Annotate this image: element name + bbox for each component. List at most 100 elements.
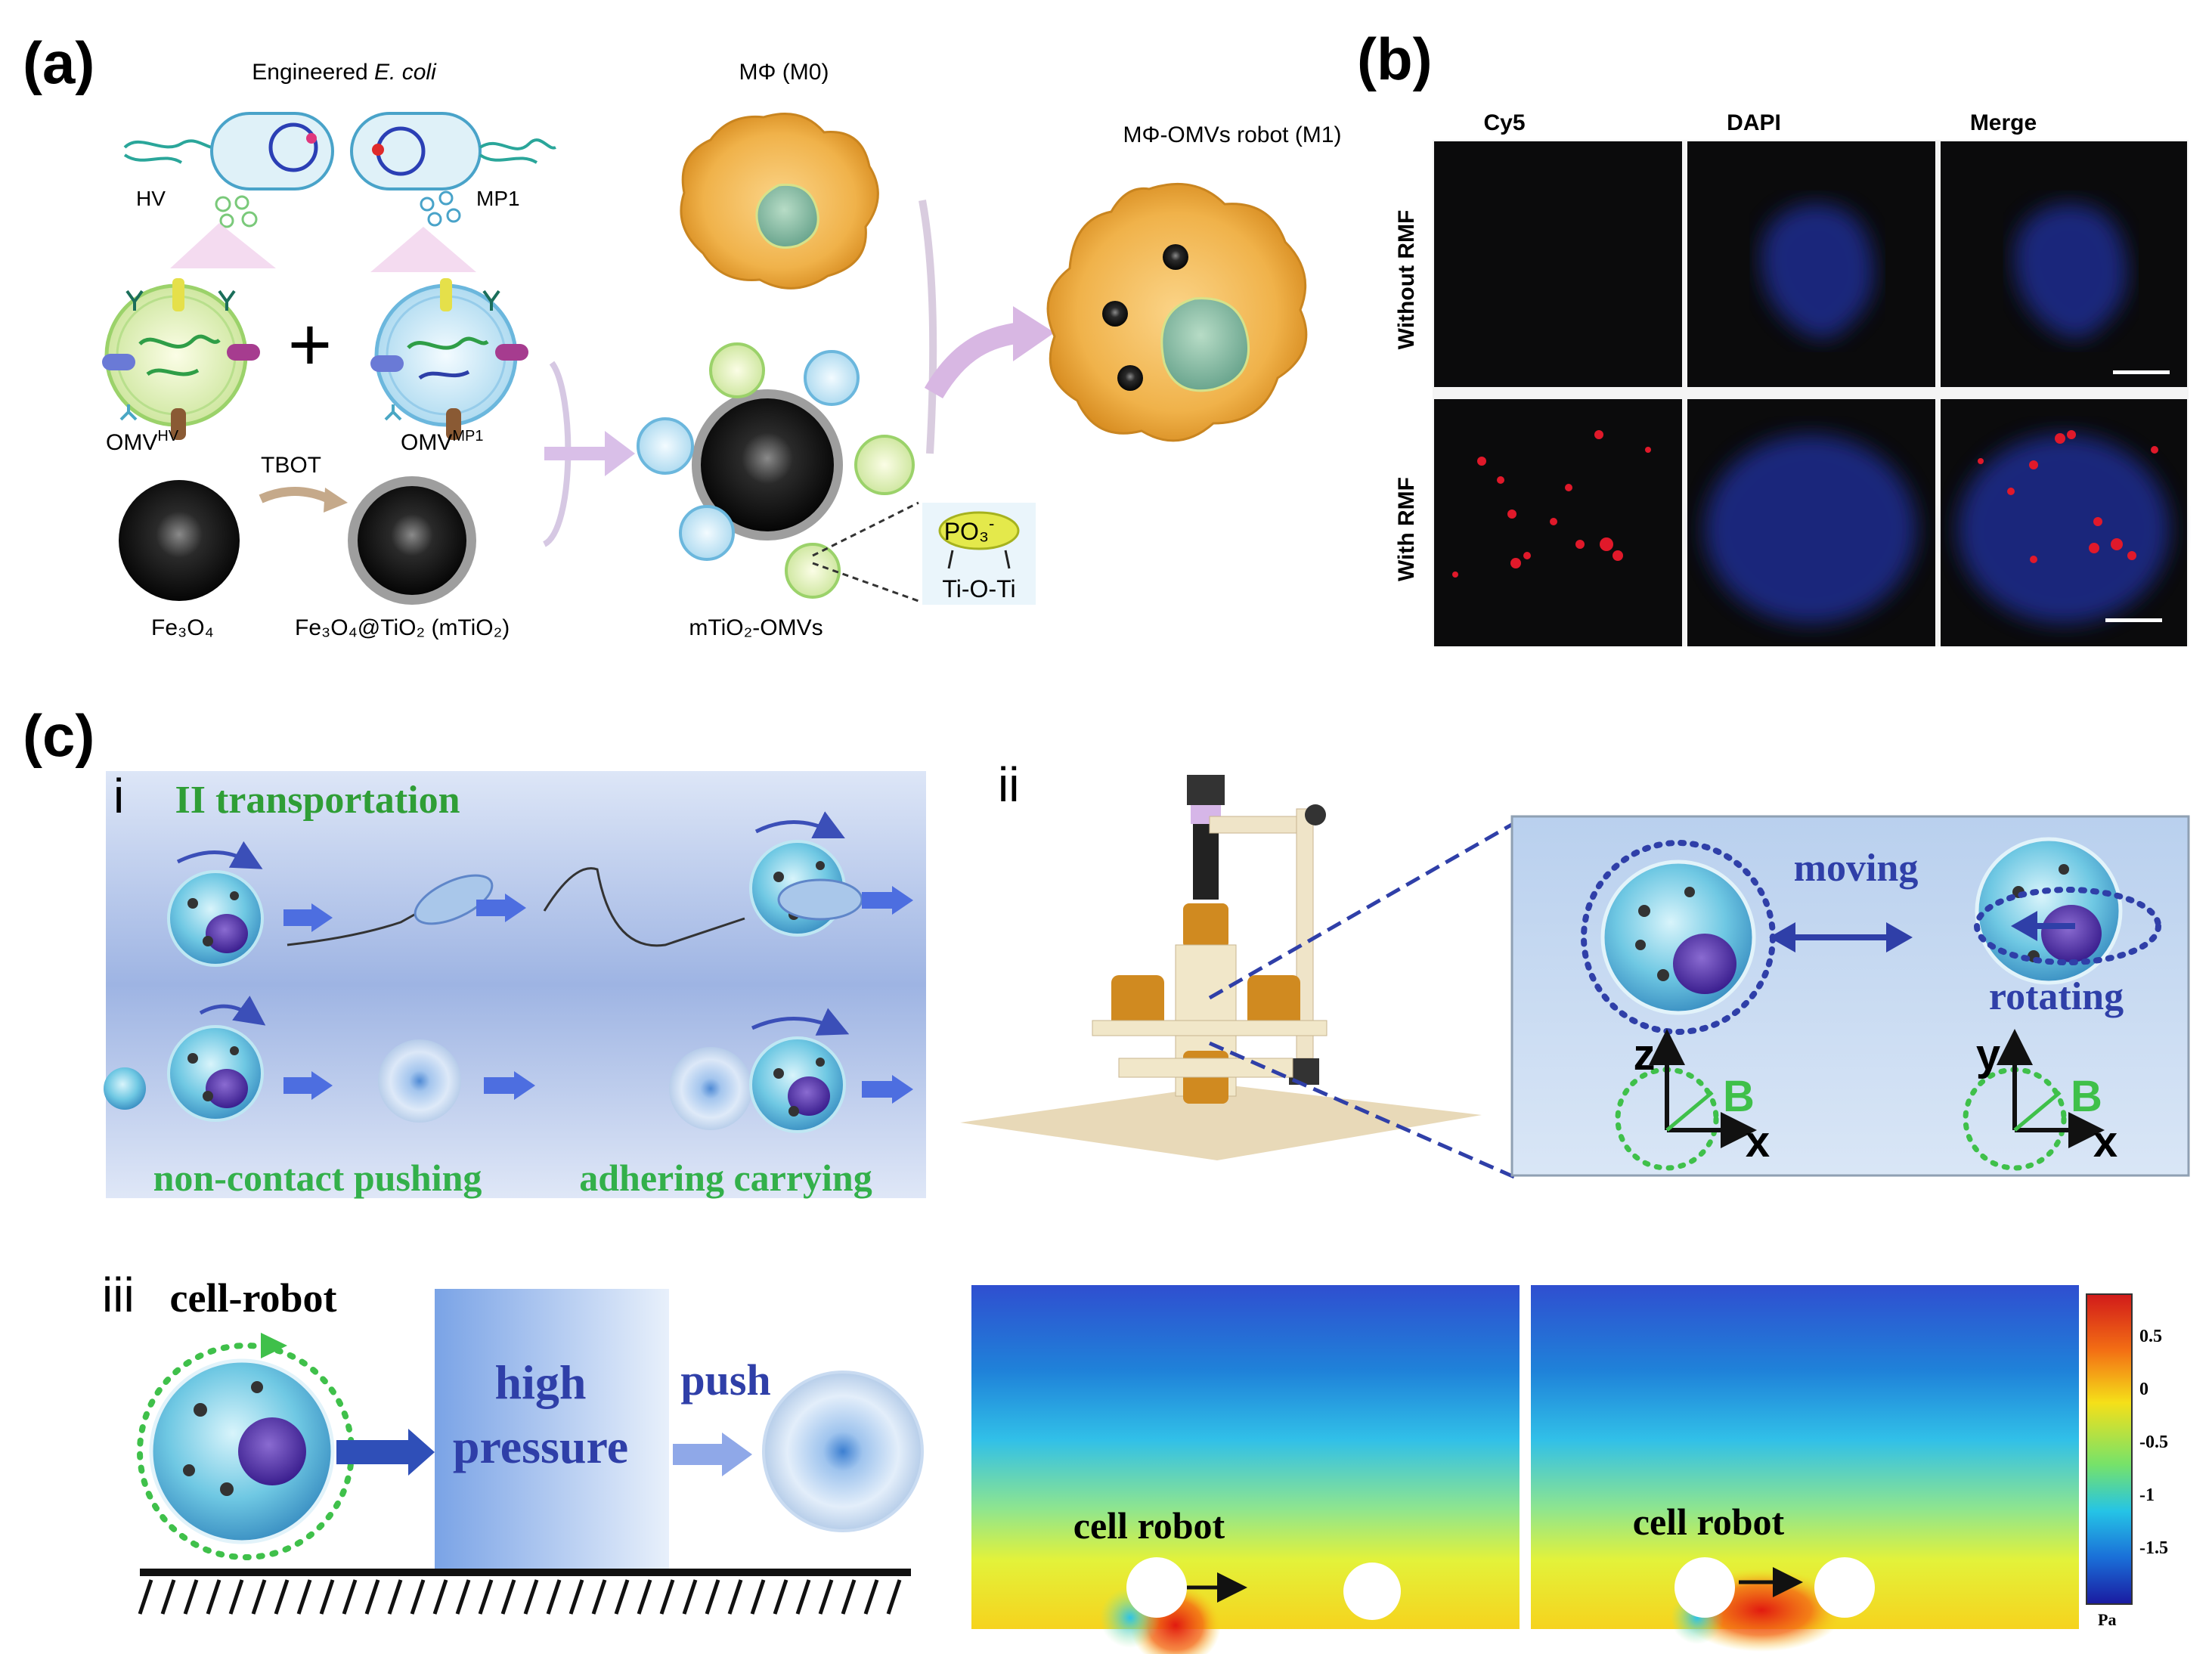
label-robot: MΦ-OMVs robot (M1) [1123, 122, 1342, 147]
magnetic-coil-device [960, 775, 1482, 1160]
axis-b-1: B [1723, 1072, 1755, 1121]
label-tioti: Ti-O-Ti [942, 575, 1015, 602]
panel-c-letter: (c) [23, 702, 94, 769]
sperm-tail-2 [543, 867, 745, 947]
axes-zx [1615, 1029, 1757, 1171]
label-tbot: TBOT [261, 453, 321, 478]
label-mp1: MP1 [476, 187, 520, 210]
sim1-target-disk [1343, 1563, 1401, 1620]
sublabel-iii: iii [102, 1268, 135, 1322]
colorbar [2086, 1293, 2133, 1605]
ground-surface [140, 1569, 911, 1576]
i-adhering: adhering carrying [579, 1157, 872, 1199]
col-cy5: Cy5 [1483, 110, 1525, 135]
axis-z: z [1634, 1030, 1656, 1079]
axis-x-1: x [1746, 1117, 1770, 1166]
cell-robot-rotating [1975, 837, 2123, 985]
panel-a-letter: (a) [23, 29, 94, 96]
label-omv-mp1: OMVMP1 [401, 428, 483, 455]
cell-robot-moving [1600, 860, 1756, 1015]
sim2-robot-disk [1674, 1557, 1735, 1618]
img-cy5-without [1434, 141, 1682, 387]
macrophage-m0 [680, 113, 879, 290]
ii-moving: moving [1794, 847, 1919, 890]
panel-c-i-bg [106, 771, 926, 1198]
scale-bar-2 [2105, 618, 2162, 622]
row-without-rmf: Without RMF [1394, 210, 1419, 350]
macrophage-robot-m1 [1046, 182, 1308, 442]
iii-push: push [680, 1355, 770, 1405]
sim2-label: cell robot [1633, 1501, 1785, 1543]
label-fe3o4-tio2: Fe₃O₄@TiO₂ (mTiO₂) [295, 615, 510, 640]
tick-neg-1: -1 [2139, 1485, 2155, 1505]
activation-arrow [924, 322, 1022, 399]
panel-c: (c) i II transportation [23, 702, 2190, 1654]
merge-signal-with [1978, 430, 2158, 563]
col-merge: Merge [1970, 110, 2037, 135]
tbot-arrow [259, 487, 331, 503]
mtio2-omvs-complex [637, 342, 915, 599]
sim2-target-disk [1814, 1557, 1875, 1618]
scale-bar-1 [2113, 370, 2170, 374]
tick-0: 0 [2139, 1380, 2148, 1399]
tick-neg-0-5: -0.5 [2139, 1433, 2168, 1452]
nucleus-dapi-with [1705, 435, 1916, 624]
panel-b: (b) Cy5 DAPI Merge Without RMF With RMF [1357, 26, 2189, 646]
cone-mp1 [370, 227, 476, 272]
iii-high: high [495, 1355, 587, 1409]
ii-rotating: rotating [1989, 975, 2124, 1018]
label-hv: HV [136, 187, 166, 210]
tick-0-5: 0.5 [2139, 1327, 2162, 1346]
cy5-signal-with [1452, 430, 1651, 578]
sublabel-ii: ii [998, 757, 1019, 812]
axes-yx [1963, 1029, 2105, 1171]
colorbar-ticks: 0.5 0 -0.5 -1 -1.5 [2139, 1327, 2168, 1558]
ground-hatch [138, 1579, 902, 1615]
high-pressure-zone [435, 1289, 669, 1569]
label-po3: PO₃- [944, 514, 995, 545]
pressure-sim-1 [971, 1285, 1520, 1629]
label-mtio2-omvs: mTiO₂-OMVs [689, 615, 823, 640]
label-omv-hv: OMVHV [106, 428, 179, 455]
nucleus-merge-with [1958, 435, 2170, 624]
panel-a: (a) Engineered E. coli HV MP1 [23, 29, 1341, 640]
axis-b-2: B [2071, 1072, 2102, 1121]
i-non-contact: non-contact pushing [153, 1157, 482, 1199]
nucleus-merge-without [2014, 203, 2127, 339]
cell-robot-top-left [167, 870, 264, 967]
axis-y: y [1976, 1030, 2000, 1079]
label-fe3o4: Fe₃O₄ [151, 615, 214, 640]
sim1-label: cell robot [1073, 1504, 1225, 1547]
img-cy5-with [1434, 399, 1682, 646]
plus-symbol: + [288, 302, 332, 387]
sperm-tail-1 [287, 902, 435, 946]
fe3o4-particle [119, 480, 240, 601]
sim1-robot-disk [1126, 1557, 1187, 1618]
cell-robot-bottom-right [749, 1036, 846, 1133]
cone-hv [170, 223, 276, 268]
ecoli-title: Engineered E. coli [252, 60, 437, 85]
axis-x-2: x [2093, 1117, 2118, 1166]
tick-neg-1-5: -1.5 [2139, 1538, 2168, 1558]
iii-cell-robot: cell-robot [170, 1275, 337, 1321]
row-with-rmf: With RMF [1394, 477, 1419, 581]
bubble-cell-2 [669, 1047, 752, 1130]
bacterium-hv [123, 112, 334, 228]
cell-robot-iii [149, 1358, 335, 1544]
i-title: II transportation [175, 779, 460, 822]
bubble-cell-1 [378, 1039, 461, 1123]
col-dapi: DAPI [1727, 110, 1781, 135]
cell-robot-bottom-left [167, 1025, 264, 1122]
pressure-sim-2 [1531, 1285, 2079, 1629]
omv-hv-vesicle [102, 278, 260, 440]
sublabel-i: i [113, 769, 124, 823]
bacterium-mp1 [350, 112, 556, 227]
iii-pressure: pressure [453, 1420, 628, 1473]
omv-mp1-vesicle [370, 278, 528, 440]
sperm-head-1 [414, 874, 494, 925]
mtio2-core [358, 486, 466, 595]
label-m0: MΦ (M0) [739, 60, 829, 85]
panel-b-letter: (b) [1357, 26, 1433, 92]
nucleus-dapi-without [1761, 203, 1874, 339]
